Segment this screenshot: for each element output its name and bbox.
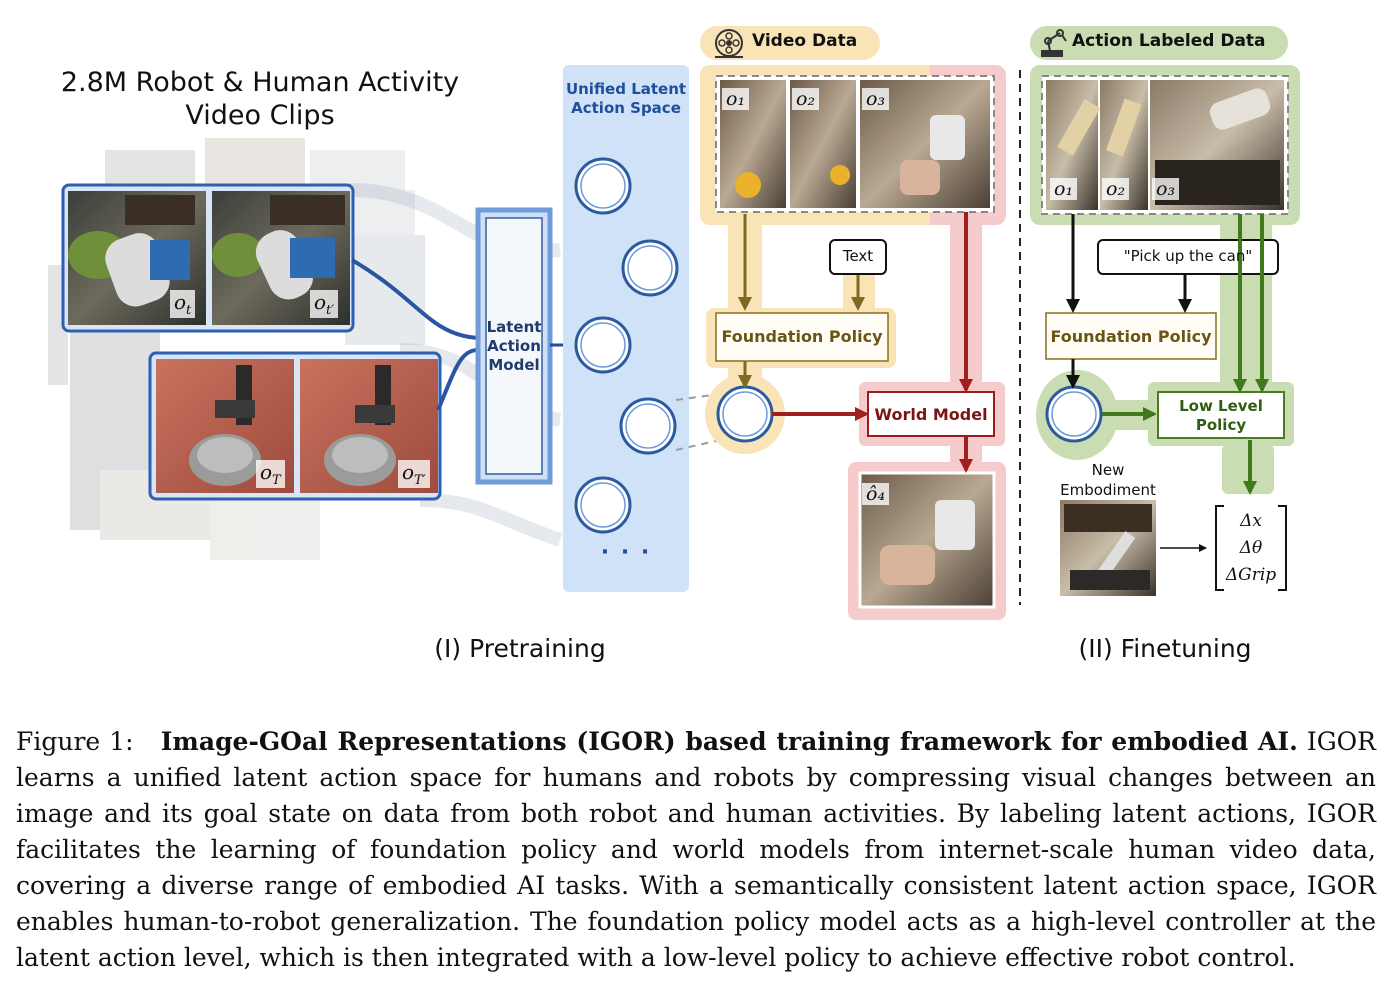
new-embodiment-image — [1060, 500, 1156, 596]
unified-latent-space-label: Unified Latent Action Space — [565, 80, 687, 117]
finetuning-label: (II) Finetuning — [1078, 634, 1252, 663]
world-model-label: World Model — [874, 405, 988, 424]
text-box — [829, 239, 887, 275]
obs-ot-prime: ot′ — [310, 290, 339, 318]
new-embodiment-label: New Embodiment — [1060, 461, 1156, 499]
latent-action-model-label: Latent Action Model — [486, 318, 542, 374]
predicted-o4: ô₄ — [862, 483, 890, 505]
video-data-label: Video Data — [752, 31, 858, 51]
foundation-policy-left-label: Foundation Policy — [721, 327, 883, 346]
action-frames — [1046, 80, 1284, 210]
left-title: 2.8M Robot & Human Activity Video Clips — [60, 67, 460, 131]
action-o3: o₃ — [1152, 178, 1180, 200]
igor-framework-diagram — [48, 26, 1300, 620]
frame-ot-prime — [212, 191, 350, 325]
text-box-label: Text — [842, 247, 874, 265]
low-level-policy-label: Low Level Policy — [1179, 397, 1263, 434]
action-dgrip: ΔGrip — [1225, 565, 1277, 585]
flow-to-lam — [350, 258, 479, 411]
action-dx: Δx — [1240, 511, 1262, 531]
video-o2: o₂ — [792, 88, 820, 110]
frame-oT — [156, 359, 294, 493]
video-o1: o₁ — [722, 88, 750, 110]
latent-circles — [574, 157, 679, 534]
caption-prefix: Figure 1: — [16, 727, 134, 756]
background-video-collage — [48, 138, 425, 560]
instruction-box — [1097, 239, 1279, 275]
robot-arm-icon — [1041, 29, 1067, 57]
film-reel-icon — [715, 29, 743, 58]
obs-oT: oT — [256, 460, 285, 488]
vector-left-bracket — [1215, 505, 1224, 591]
obs-oT-prime: oT′ — [398, 460, 430, 488]
foundation-policy-right-label: Foundation Policy — [1050, 327, 1212, 346]
action-o1: o₁ — [1050, 178, 1078, 200]
vector-right-bracket — [1278, 505, 1287, 591]
foundation-policy-right-box — [1045, 312, 1217, 360]
action-dtheta: Δθ — [1239, 538, 1263, 558]
action-labeled-label: Action Labeled Data — [1072, 31, 1266, 51]
instruction-box-label: "Pick up the can" — [1123, 247, 1253, 265]
pretraining-label: (I) Pretraining — [434, 634, 606, 663]
video-frames — [720, 80, 990, 208]
latent-ellipsis: · · · — [600, 540, 652, 565]
obs-ot: ot — [170, 290, 196, 318]
caption-body: IGOR learns a unified latent action spac… — [16, 727, 1376, 972]
figure-caption: Figure 1: Image-GOal Representations (IG… — [16, 724, 1376, 976]
caption-bold-title: Image-GOal Representations (IGOR) based … — [160, 727, 1298, 756]
video-data-pill — [700, 26, 880, 60]
action-vector: Δx Δθ ΔGrip — [1216, 508, 1286, 589]
action-labeled-pill — [1030, 26, 1288, 60]
action-o2: o₂ — [1102, 178, 1130, 200]
video-o3: o₃ — [862, 88, 890, 110]
